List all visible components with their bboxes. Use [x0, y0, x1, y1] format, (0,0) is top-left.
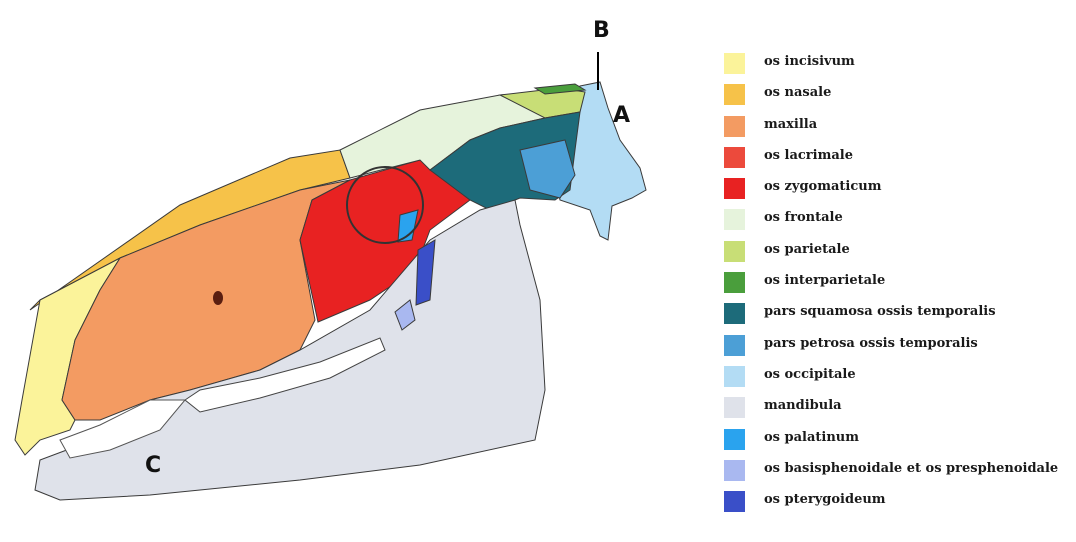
- legend-swatch: [724, 491, 745, 512]
- legend-label: os palatinum: [764, 430, 859, 445]
- legend-label: os incisivum: [764, 54, 855, 69]
- legend-item: os occipitale: [724, 365, 1069, 391]
- legend-swatch: [724, 241, 745, 262]
- legend-label: os interparietale: [764, 273, 885, 288]
- legend-item: os frontale: [724, 208, 1069, 234]
- callout-c: C: [145, 453, 161, 478]
- callout-a: A: [613, 103, 630, 128]
- legend-label: os lacrimale: [764, 148, 853, 163]
- legend-swatch: [724, 429, 745, 450]
- legend-label: os pterygoideum: [764, 492, 886, 507]
- legend-item: pars squamosa ossis temporalis: [724, 302, 1069, 328]
- legend-label: os parietale: [764, 242, 850, 257]
- legend-swatch: [724, 84, 745, 105]
- legend-item: os nasale: [724, 83, 1069, 109]
- legend-item: os parietale: [724, 240, 1069, 266]
- legend-item: os pterygoideum: [724, 490, 1069, 516]
- horse-skull-illustration: [0, 0, 700, 542]
- legend-swatch: [724, 397, 745, 418]
- legend-swatch: [724, 116, 745, 137]
- legend-item: os interparietale: [724, 271, 1069, 297]
- infraorbital-foramen: [213, 291, 223, 305]
- legend-item: os palatinum: [724, 428, 1069, 454]
- legend-item: os lacrimale: [724, 146, 1069, 172]
- legend-swatch: [724, 272, 745, 293]
- legend-label: os frontale: [764, 210, 843, 225]
- legend-swatch: [724, 178, 745, 199]
- legend-label: os basisphenoidale et os presphenoidale: [764, 461, 1058, 476]
- legend-swatch: [724, 366, 745, 387]
- legend-label: pars squamosa ossis temporalis: [764, 304, 996, 319]
- callout-b: B: [593, 18, 610, 43]
- legend-label: os zygomaticum: [764, 179, 881, 194]
- legend-item: pars petrosa ossis temporalis: [724, 334, 1069, 360]
- legend-label: os occipitale: [764, 367, 856, 382]
- legend-item: os basisphenoidale et os presphenoidale: [724, 459, 1069, 485]
- legend-swatch: [724, 303, 745, 324]
- legend-swatch: [724, 147, 745, 168]
- legend-item: os zygomaticum: [724, 177, 1069, 203]
- legend-item: mandibula: [724, 396, 1069, 422]
- legend-swatch: [724, 53, 745, 74]
- legend-swatch: [724, 335, 745, 356]
- legend-label: pars petrosa ossis temporalis: [764, 336, 978, 351]
- legend-label: mandibula: [764, 398, 842, 413]
- legend-label: maxilla: [764, 117, 817, 132]
- legend-swatch: [724, 460, 745, 481]
- legend-label: os nasale: [764, 85, 831, 100]
- legend-swatch: [724, 209, 745, 230]
- legend-item: os incisivum: [724, 52, 1069, 78]
- legend-item: maxilla: [724, 115, 1069, 141]
- bone-legend: os incisivum os nasale maxilla os lacrimale…: [724, 52, 1069, 521]
